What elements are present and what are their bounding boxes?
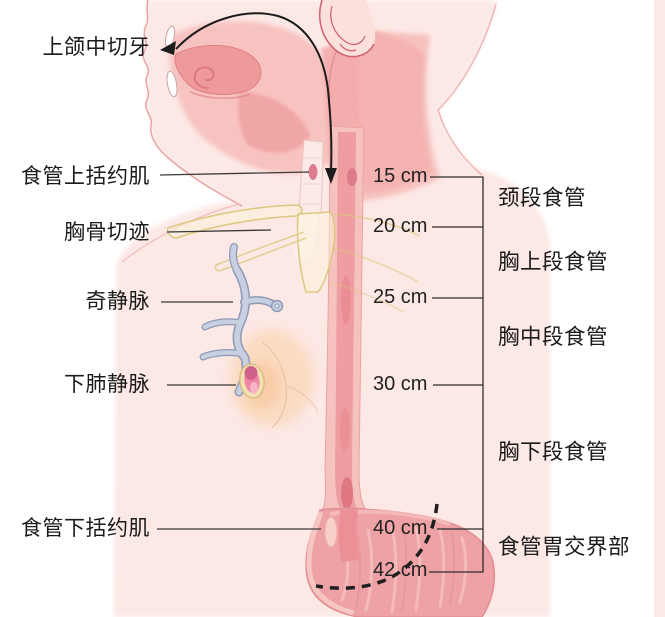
stomach	[305, 507, 496, 617]
rib	[333, 213, 421, 237]
label-lower-esophageal-sphincter: 食管下括约肌	[21, 517, 150, 540]
label-segment-upper-thoracic-esophagus: 胸上段食管	[498, 250, 609, 274]
ear	[318, 0, 376, 99]
leader-lines	[157, 171, 321, 530]
right-edge-strip	[654, 0, 665, 617]
label-distance-15cm: 15 cm	[373, 165, 428, 187]
lower-esophageal-sphincter-spot	[324, 516, 338, 548]
label-segment-lower-thoracic-esophagus: 胸下段食管	[498, 440, 609, 464]
under-tongue-shade	[238, 92, 310, 153]
rib	[331, 247, 419, 283]
label-distance-42cm: 42 cm	[373, 559, 428, 581]
clavicle	[166, 204, 303, 239]
inferior-pulmonary-vein	[239, 363, 265, 399]
incisor-teeth	[164, 25, 178, 98]
tongue	[174, 44, 262, 99]
swallow-path-arrow	[160, 12, 337, 184]
rib	[329, 281, 405, 313]
label-distance-30cm: 30 cm	[373, 373, 428, 395]
face-profile-line	[142, 0, 243, 207]
label-distance-20cm: 20 cm	[373, 215, 428, 237]
neck-back-line	[437, 3, 497, 176]
label-azygos-vein: 奇静脉	[85, 290, 150, 313]
label-esophagogastric-junction: 食管胃交界部	[498, 535, 631, 559]
azygos-vein	[199, 243, 284, 397]
sternum	[296, 211, 336, 293]
hilum-outline	[285, 385, 319, 413]
label-inferior-pulmonary-vein: 下肺静脉	[64, 373, 150, 396]
upper-esophageal-sphincter-spot	[308, 164, 318, 180]
label-sternal-notch: 胸骨切迹	[64, 221, 150, 244]
bones	[166, 204, 421, 313]
leader-sternal-notch	[166, 229, 272, 233]
label-segment-middle-thoracic-esophagus: 胸中段食管	[498, 325, 609, 349]
label-upper-esophageal-sphincter: 食管上括约肌	[21, 165, 150, 188]
leader-upper-esophageal-sphincter	[159, 171, 310, 176]
measurement-bracket	[429, 176, 484, 573]
label-distance-25cm: 25 cm	[373, 286, 428, 308]
label-distance-40cm: 40 cm	[373, 517, 428, 539]
label-upper-central-incisor: 上颌中切牙	[42, 36, 150, 59]
label-segment-cervical-esophagus: 颈段食管	[498, 186, 587, 210]
rib	[214, 231, 307, 272]
cheek-deep-shade	[345, 25, 432, 192]
esophagus-spot-15cm	[347, 168, 357, 186]
